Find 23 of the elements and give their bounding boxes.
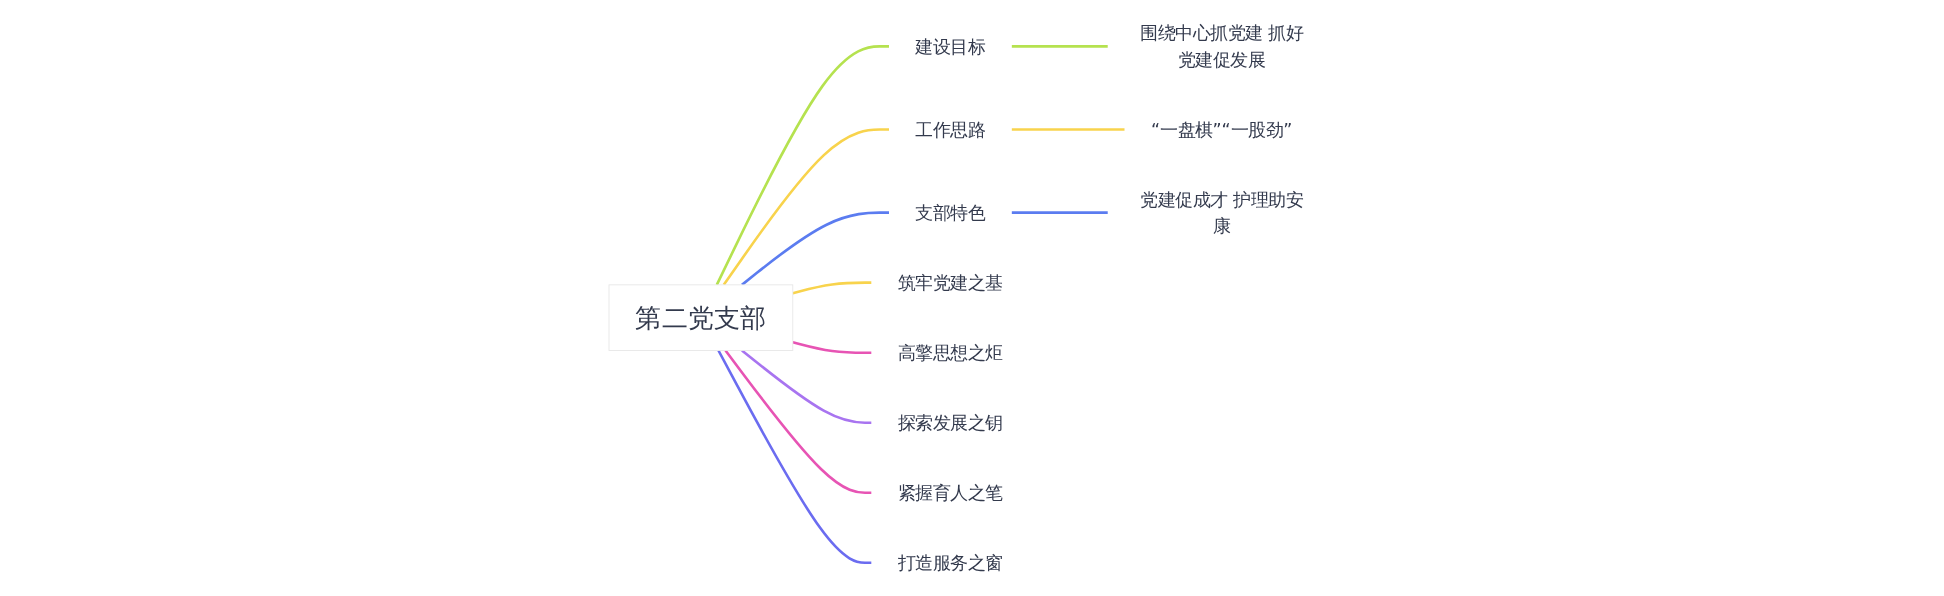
node-text: 支部特色 xyxy=(915,202,986,224)
connector xyxy=(722,128,889,286)
connector xyxy=(740,349,872,424)
connector xyxy=(724,349,872,495)
connector xyxy=(1011,128,1125,131)
connector xyxy=(715,45,889,286)
node-text: 工作思路 xyxy=(915,119,986,141)
node-text: 党建促成才 护理助安康 xyxy=(1139,189,1303,237)
node-text: 建设目标 xyxy=(915,35,986,57)
node-text: 探索发展之钥 xyxy=(897,412,1003,434)
node-box xyxy=(608,284,794,351)
node-text: 打造服务之窗 xyxy=(897,552,1003,574)
node-text: 围绕中心抓党建 抓好党建促发展 xyxy=(1139,22,1303,71)
connector xyxy=(792,340,872,354)
node-text: 高擎思想之炬 xyxy=(897,342,1003,364)
connector xyxy=(717,349,872,565)
node-text: 紧握育人之笔 xyxy=(897,482,1003,504)
node-text: 筑牢党建之基 xyxy=(897,272,1003,294)
connector xyxy=(740,211,889,286)
node-text: “一盘棋”“一股劲” xyxy=(1150,119,1293,141)
connector xyxy=(1011,45,1108,48)
connector xyxy=(792,281,872,295)
connector xyxy=(1011,211,1108,214)
